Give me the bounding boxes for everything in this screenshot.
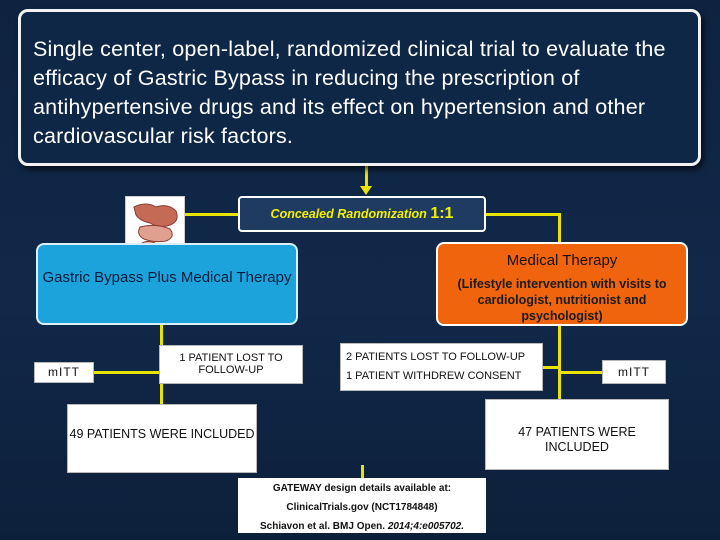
lost-followup-right-box: 2 PATIENTS LOST TO FOLLOW-UP 1 PATIENT W… <box>340 343 543 391</box>
medical-therapy-arm-box: Medical Therapy (Lifestyle intervention … <box>436 242 688 326</box>
lost-followup-left-text: 1 PATIENT LOST TO FOLLOW-UP <box>179 352 283 376</box>
connector-title-down <box>365 166 368 188</box>
mitt-right-box: mITT <box>602 360 666 384</box>
included-right-text: 47 PATIENTS WERE INCLUDED <box>518 425 636 454</box>
footnote-line1: GATEWAY design details available at: <box>272 483 452 494</box>
included-left-text: 49 PATIENTS WERE INCLUDED <box>69 427 255 441</box>
footnote-line3: Schiavon et al. BMJ Open. 2014;4:e005702… <box>238 517 486 536</box>
randomization-box: Concealed Randomization 1:1 <box>238 196 486 232</box>
connector-footnote <box>361 465 364 479</box>
study-description-box: Single center, open-label, randomized cl… <box>18 9 701 166</box>
connector-lost-right <box>543 366 560 369</box>
connector-medical-down <box>558 326 561 400</box>
connector-rand-left <box>170 213 238 216</box>
arrow-down-icon <box>360 186 372 195</box>
footnote-box: GATEWAY design details available at: Cli… <box>238 478 486 533</box>
withdrew-consent-line: 1 PATIENT WITHDREW CONSENT <box>346 370 522 382</box>
gastric-bypass-arm-box: Gastric Bypass Plus Medical Therapy <box>36 243 298 325</box>
study-description-text: Single center, open-label, randomized cl… <box>33 37 666 148</box>
included-left-box: 49 PATIENTS WERE INCLUDED <box>67 404 257 473</box>
medical-therapy-title: Medical Therapy <box>506 252 618 269</box>
footnote-line2: ClinicalTrials.gov (NCT1784848) <box>286 502 438 513</box>
included-right-box: 47 PATIENTS WERE INCLUDED <box>485 399 669 470</box>
footnote-citation: Schiavon et al. BMJ Open. <box>260 521 386 532</box>
connector-rand-right <box>486 213 560 216</box>
medical-therapy-description: (Lifestyle intervention with visits to c… <box>457 277 667 323</box>
mitt-right-label: mITT <box>618 365 650 379</box>
mitt-left-box: mITT <box>34 362 94 383</box>
connector-mitt-left <box>94 371 161 374</box>
randomization-ratio: 1:1 <box>430 205 454 222</box>
lost-followup-right-line1: 2 PATIENTS LOST TO FOLLOW-UP <box>346 351 526 363</box>
connector-right-vertical <box>558 213 561 243</box>
randomization-label: Concealed Randomization <box>270 207 427 221</box>
lost-followup-left-box: 1 PATIENT LOST TO FOLLOW-UP <box>159 345 303 384</box>
footnote-citation-ref: 2014;4:e005702. <box>387 521 464 532</box>
connector-mitt-right <box>558 371 602 374</box>
gastric-bypass-arm-label: Gastric Bypass Plus Medical Therapy <box>42 269 292 286</box>
mitt-left-label: mITT <box>48 365 80 379</box>
